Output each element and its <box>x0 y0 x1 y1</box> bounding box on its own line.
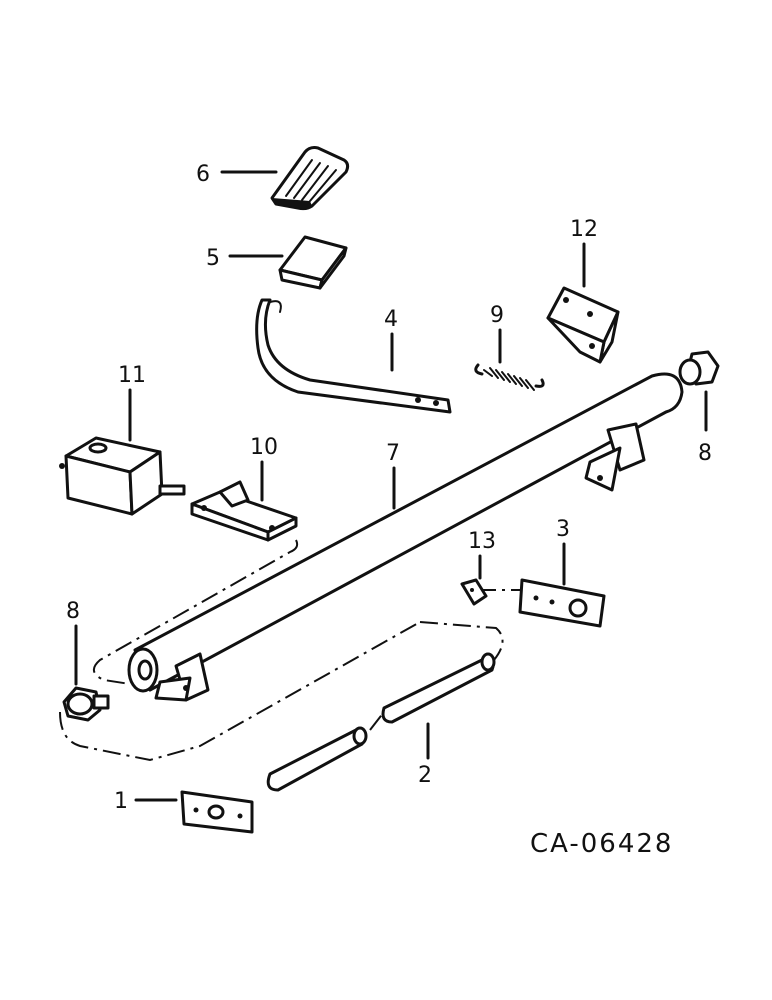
callout-1: 1 <box>114 789 128 814</box>
part-4-pedal-arm <box>255 298 452 414</box>
part-6-pedal-pad <box>270 146 350 211</box>
callout-6: 6 <box>196 162 210 187</box>
part-10-clamp <box>190 480 298 542</box>
assembly-lines <box>59 539 520 762</box>
part-5-pedal-block <box>278 235 348 290</box>
part-8-bushing-left <box>62 686 110 722</box>
drawing-code: CA-06428 <box>530 829 673 859</box>
part-12-bracket <box>546 286 620 364</box>
leader-lines <box>74 170 708 802</box>
part-9-spring <box>474 363 545 391</box>
part-7-tube <box>127 372 684 702</box>
callout-13: 13 <box>468 529 496 554</box>
part-13-clip <box>460 578 488 606</box>
callout-5: 5 <box>206 246 220 271</box>
callout-12: 12 <box>570 217 598 242</box>
callout-9: 9 <box>490 303 504 328</box>
callout-4: 4 <box>384 307 398 332</box>
callout-2: 2 <box>418 763 432 788</box>
part-8-bushing-right <box>678 350 720 386</box>
callout-11: 11 <box>118 363 146 388</box>
part-2-shafts <box>266 652 496 792</box>
callout-10: 10 <box>250 435 278 460</box>
part-11-switch <box>59 436 186 516</box>
callout-labels: 6 5 4 9 12 11 10 7 8 8 13 3 2 1 <box>66 162 712 814</box>
callout-7: 7 <box>386 441 400 466</box>
callout-8-left: 8 <box>66 599 80 624</box>
callout-3: 3 <box>556 517 570 542</box>
callout-8-right: 8 <box>698 441 712 466</box>
part-1-plate <box>180 790 254 834</box>
part-3-plate <box>518 578 606 628</box>
